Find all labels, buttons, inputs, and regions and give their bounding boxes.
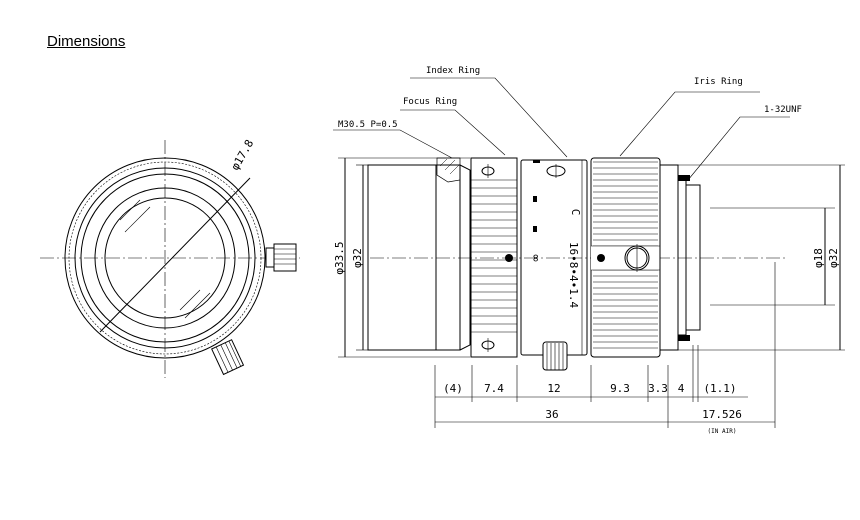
mount-outer-diameter-dim: φ32 — [827, 248, 840, 268]
outer-diameter-dim: φ33.5 — [333, 241, 346, 274]
front-diameter-label: φ17.8 — [229, 137, 257, 172]
page-title: Dimensions — [47, 33, 126, 50]
dim-segment: 3.3 — [648, 382, 668, 395]
flange-back-note: (IN AIR) — [708, 428, 737, 435]
dim-segment: 9.3 — [610, 382, 630, 395]
dim-segment: 12 — [547, 382, 560, 395]
focus-ring-label: Focus Ring — [403, 97, 457, 107]
f-stop-marking: 16•8•4•1.4 — [567, 242, 580, 309]
mount-type-marking: C — [569, 209, 582, 216]
side-view: ∞ C 16•8•4•1.4 — [333, 66, 845, 435]
iris-ring-label: Iris Ring — [694, 77, 743, 87]
mount-thread-label: 1-32UNF — [764, 105, 802, 115]
flange-back-dim: 17.526 — [702, 408, 742, 421]
index-ring-label: Index Ring — [426, 66, 480, 76]
total-length-dim: 36 — [545, 408, 558, 421]
front-knob-icon — [265, 247, 275, 268]
dim-segment: (1.1) — [703, 382, 736, 395]
mount-inner-diameter-dim: φ18 — [812, 248, 825, 268]
filter-thread-label: M30.5 P=0.5 — [338, 120, 398, 130]
dim-segment: 7.4 — [484, 382, 504, 395]
dim-segment: 4 — [678, 382, 685, 395]
dim-segment: (4) — [443, 382, 463, 395]
side-knob-icon — [211, 339, 245, 376]
front-view: φ17.8 — [40, 137, 300, 378]
body-diameter-dim: φ32 — [351, 248, 364, 268]
infinity-mark: ∞ — [529, 254, 543, 261]
